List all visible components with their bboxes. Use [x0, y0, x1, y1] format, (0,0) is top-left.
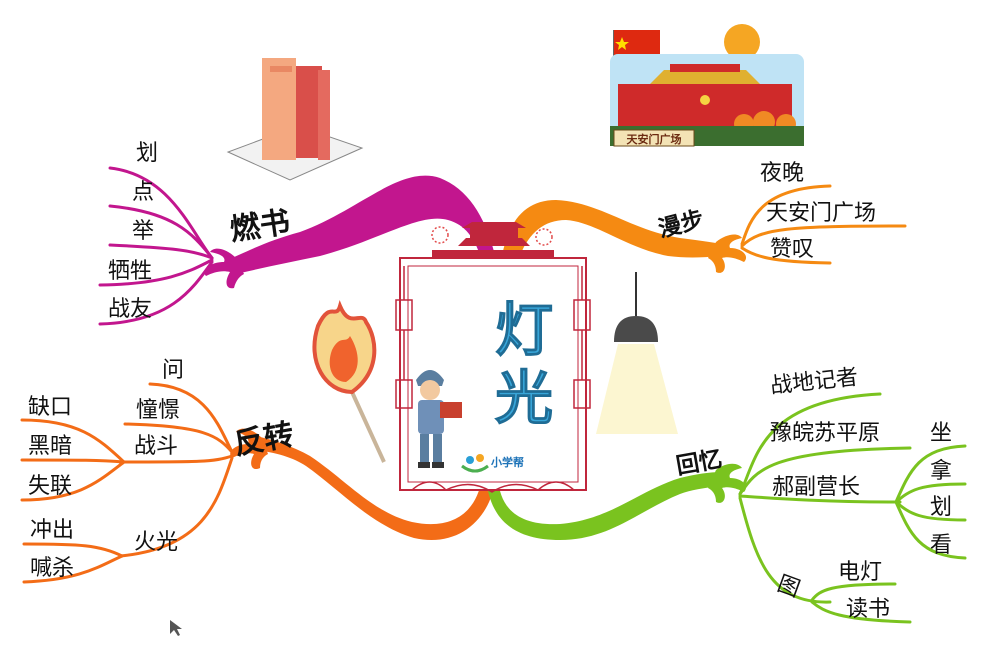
- main-branches: [204, 175, 747, 541]
- recall-group-deputy: 郝副营长: [772, 475, 860, 500]
- picture-item-1: 电灯: [838, 560, 882, 585]
- tiananmen-icon: 天安门广场: [610, 24, 804, 147]
- turn-group-fight: 战斗: [134, 434, 178, 459]
- line-recall-3: [738, 494, 902, 504]
- books-icon: [226, 58, 364, 181]
- burn-item-3: 举: [132, 219, 154, 244]
- branch-burn-splash: [204, 248, 244, 289]
- torch-icon: [312, 299, 386, 463]
- deputy-item-3: 划: [930, 495, 952, 520]
- turn-group-long: 憧憬: [136, 398, 180, 423]
- deputy-item-4: 看: [930, 533, 952, 558]
- line-recall-1: [738, 392, 882, 496]
- brand-logo: 小学帮: [461, 454, 524, 473]
- branch-turn-splash: [230, 428, 268, 470]
- map-title-line1: 灯: [495, 296, 553, 364]
- branch-walk-stem: [500, 200, 722, 268]
- mouse-cursor-icon: [170, 620, 182, 636]
- gate-roof-icon: [458, 222, 530, 246]
- fight-item-3: 失联: [28, 474, 72, 499]
- branch-recall-stem: [486, 472, 722, 540]
- recall-group-plain: 豫皖苏平原: [770, 421, 880, 446]
- central-frame: [395, 222, 591, 493]
- line-fight-2: [20, 458, 126, 464]
- branch-recall-splash: [708, 463, 747, 503]
- lamp-icon: [596, 272, 678, 434]
- soldier-reading-icon: [416, 370, 462, 468]
- sub-branches: [20, 166, 967, 624]
- branch-walk-splash: [708, 234, 747, 273]
- line-deputy-2: [894, 482, 967, 504]
- fire-item-2: 喊杀: [30, 556, 74, 581]
- line-turn-fire: [118, 456, 234, 558]
- line-burn-2: [108, 204, 214, 260]
- line-pic-2: [810, 600, 912, 624]
- map-title-line2: 光: [495, 364, 553, 432]
- walk-item-1: 夜晚: [760, 161, 804, 186]
- burn-item-5: 战友: [108, 297, 152, 322]
- fire-item-1: 冲出: [30, 518, 74, 543]
- line-burn-5: [98, 260, 214, 326]
- line-walk-1: [740, 184, 832, 246]
- burn-item-4: 牺牲: [108, 259, 152, 284]
- line-walk-3: [740, 246, 832, 265]
- picture-item-2: 读书: [846, 597, 890, 622]
- line-deputy-1: [894, 444, 967, 504]
- deputy-item-2: 拿: [930, 458, 952, 484]
- lantern-right-icon: [573, 266, 591, 409]
- turn-group-ask: 问: [162, 358, 184, 383]
- burn-item-2: 点: [132, 180, 154, 205]
- line-pic-1: [810, 582, 897, 602]
- line-fire-1: [22, 542, 124, 558]
- banner-text: 天安门广场: [627, 132, 682, 146]
- line-fight-3: [20, 460, 126, 502]
- line-deputy-3: [894, 500, 967, 522]
- branch-label-walk: 漫步: [656, 207, 707, 243]
- lantern-left-icon: [395, 266, 413, 409]
- branch-label-burn: 燃书: [228, 205, 292, 248]
- line-turn-fight: [118, 454, 234, 464]
- walk-item-3: 赞叹: [770, 237, 814, 262]
- line-walk-2: [740, 224, 907, 248]
- turn-group-fire: 火光: [134, 530, 178, 555]
- brand-logo-text: 小学帮: [490, 455, 524, 469]
- line-recall-2: [738, 446, 912, 496]
- deputy-item-1: 坐: [930, 421, 952, 446]
- walk-item-2: 天安门广场: [766, 201, 876, 226]
- line-burn-3: [108, 243, 214, 260]
- line-turn-long: [123, 422, 234, 454]
- recall-group-reporter: 战地记者: [769, 365, 859, 399]
- line-fight-1: [20, 418, 126, 464]
- line-recall-4: [738, 496, 832, 604]
- branch-burn-stem: [232, 175, 498, 274]
- line-turn-ask: [148, 382, 234, 454]
- line-deputy-4: [894, 500, 967, 560]
- fight-item-2: 黑暗: [28, 434, 72, 459]
- line-burn-4: [98, 258, 214, 287]
- branch-turn-stem: [254, 436, 496, 541]
- line-fire-2: [22, 554, 124, 584]
- burn-item-1: 划: [136, 141, 158, 166]
- fight-item-1: 缺口: [28, 395, 72, 420]
